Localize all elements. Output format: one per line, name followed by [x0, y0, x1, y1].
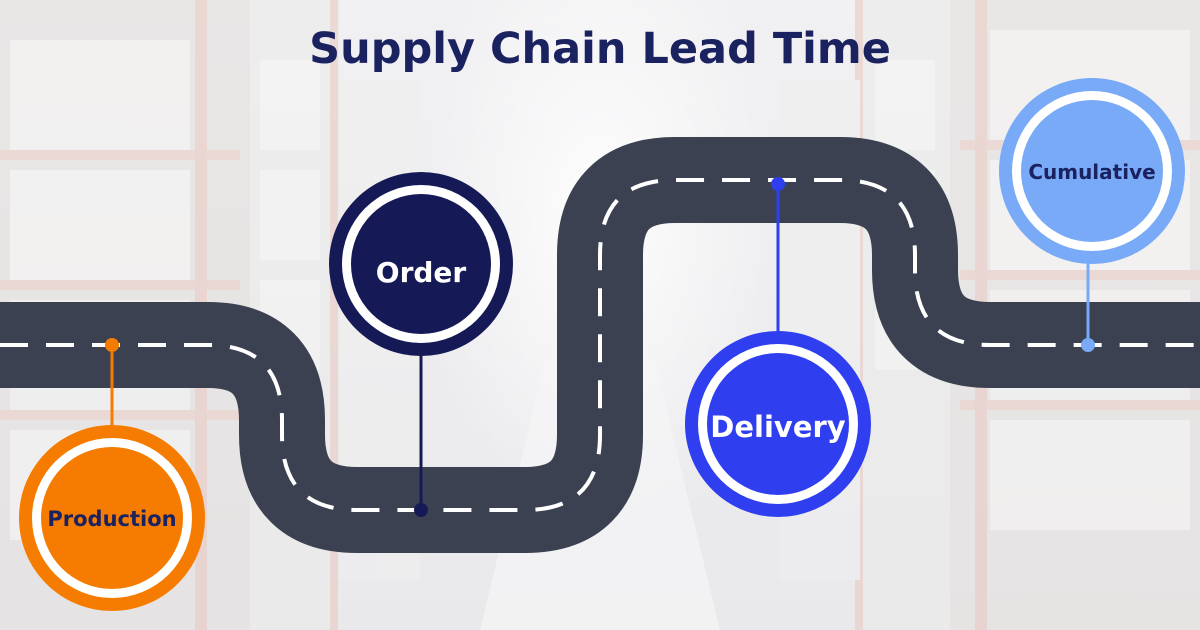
page-title: Supply Chain Lead Time — [309, 24, 891, 74]
delivery-label: Delivery — [710, 410, 845, 444]
road-center-line — [0, 178, 1200, 512]
stage-production: Production — [19, 338, 205, 611]
road — [0, 137, 1200, 553]
cumulative-marker-dot — [1081, 338, 1095, 352]
production-label: Production — [47, 507, 176, 531]
stage-order: Order — [329, 172, 513, 517]
production-marker-dot — [105, 338, 119, 352]
order-label: Order — [376, 256, 467, 289]
order-marker-dot — [414, 503, 428, 517]
delivery-marker-dot — [771, 177, 785, 191]
cumulative-label: Cumulative — [1028, 160, 1155, 184]
stage-delivery: Delivery — [685, 177, 871, 517]
stage-cumulative: Cumulative — [999, 78, 1185, 352]
